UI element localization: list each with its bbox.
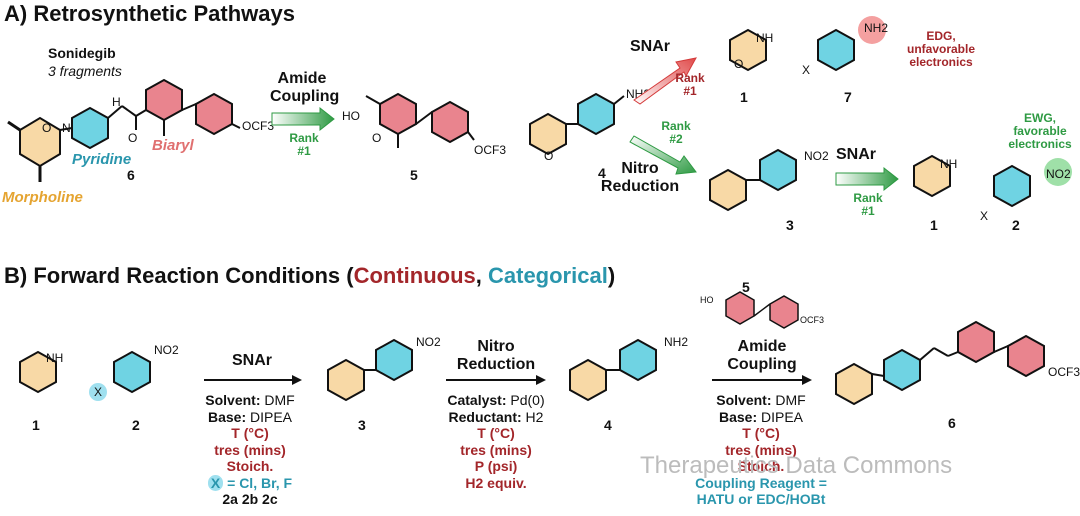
sonidegib-structure [7, 78, 241, 182]
no2-3b: NO2 [416, 335, 441, 349]
compound-4-structure [529, 92, 625, 156]
x-2a: X [980, 209, 989, 223]
no2-2b: NO2 [154, 343, 179, 357]
compound-5-b-structure [725, 291, 799, 329]
ho-5b: HO [700, 295, 714, 305]
ocf3-6b: OCF3 [1048, 365, 1080, 379]
o-1-top: O [734, 57, 744, 71]
ho-5: HO [342, 109, 360, 123]
snar-bottom-label: SNAr [836, 146, 877, 163]
rank-snar-bottom: Rank#1 [853, 191, 883, 219]
compound-4-b-structure [569, 338, 657, 402]
retro-arrow-nitro [629, 135, 697, 175]
compound-1-b-label: 1 [32, 417, 40, 433]
step1-name: SNAr [231, 352, 272, 369]
nh-1-top: NH [756, 31, 774, 45]
compound-4-label: 4 [598, 165, 606, 181]
morpholine-o: O [42, 121, 52, 135]
ocf3-6: OCF3 [242, 119, 275, 133]
compound-3-b-structure [327, 338, 413, 402]
rank-amide: Rank#1 [289, 131, 319, 159]
ocf3-5: OCF3 [474, 143, 507, 157]
no2-2a: NO2 [1046, 167, 1071, 181]
rank-nitro: Rank#2 [661, 119, 691, 147]
step3-arrow [712, 375, 812, 385]
compound-3-a-label: 3 [786, 217, 794, 233]
compound-1-b-structure [19, 350, 57, 394]
compound-3-a-structure [709, 148, 797, 212]
compound-1-bottom-label: 1 [930, 217, 938, 233]
x-7: X [802, 63, 811, 77]
retro-arrow-snar-bottom [835, 166, 899, 192]
retro-arrow-snar-top [633, 57, 697, 105]
amide-o: O [128, 131, 138, 145]
ocf3-5b: OCF3 [800, 315, 825, 325]
no2-3a: NO2 [804, 149, 829, 163]
pyridine-label: Pyridine [72, 151, 132, 168]
step3-conditions: Solvent: DMF Base: DIPEA T (°C) tres (mi… [695, 392, 827, 508]
step1-arrow [204, 375, 302, 385]
compound-4-b-label: 4 [604, 417, 612, 433]
compound-1-bottom-structure [913, 154, 951, 198]
nh-1-b: NH [46, 351, 64, 365]
compound-2-a-structure [993, 158, 1072, 208]
o-5: O [372, 131, 382, 145]
step2-arrow [446, 375, 546, 385]
nh2-7: NH2 [864, 21, 889, 35]
nh2-4b: NH2 [664, 335, 689, 349]
o-4: O [544, 149, 554, 163]
step1-conditions: Solvent: DMF Base: DIPEA T (°C) tres (mi… [205, 392, 295, 508]
panel-a-title: A) Retrosynthetic Pathways [4, 1, 295, 26]
compound-2-b-label: 2 [132, 417, 140, 433]
x-chip: X [207, 474, 224, 492]
step2-conditions: Catalyst: Pd(0) Reductant: H2 T (°C) tre… [447, 392, 545, 491]
compound-5-b-label: 5 [742, 279, 750, 295]
compound-2-b-structure [89, 350, 151, 401]
compound-7-structure [817, 16, 886, 72]
nh-1-bottom: NH [940, 157, 958, 171]
compound-1-top-structure [729, 28, 767, 72]
retro-arrow-amide [271, 106, 335, 132]
biaryl-label: Biaryl [152, 137, 194, 154]
compound-6-b-label: 6 [948, 415, 956, 431]
panel-b-title: B) Forward Reaction Conditions (Continuo… [4, 263, 616, 288]
compound-7-label: 7 [844, 89, 852, 105]
compound-3-b-label: 3 [358, 417, 366, 433]
morpholine-label: Morpholine [2, 189, 83, 206]
compound-2-a-label: 2 [1012, 217, 1020, 233]
compound-5-label: 5 [410, 167, 418, 183]
x-2b: X [94, 385, 103, 399]
compound-5-structure [365, 92, 475, 148]
sonidegib-label: Sonidegib [48, 45, 116, 61]
fragments-note: 3 fragments [48, 63, 122, 79]
amide-nh: H [112, 95, 121, 109]
rank-snar-top: Rank#1 [675, 71, 705, 99]
compound-6-b-structure [835, 320, 1045, 406]
watermark: Therapeutics Data Commons [640, 452, 953, 479]
compound-6-label: 6 [127, 167, 135, 183]
snar-top-label: SNAr [630, 38, 671, 55]
atom-n: N [62, 121, 71, 135]
compound-1-top-label: 1 [740, 89, 748, 105]
